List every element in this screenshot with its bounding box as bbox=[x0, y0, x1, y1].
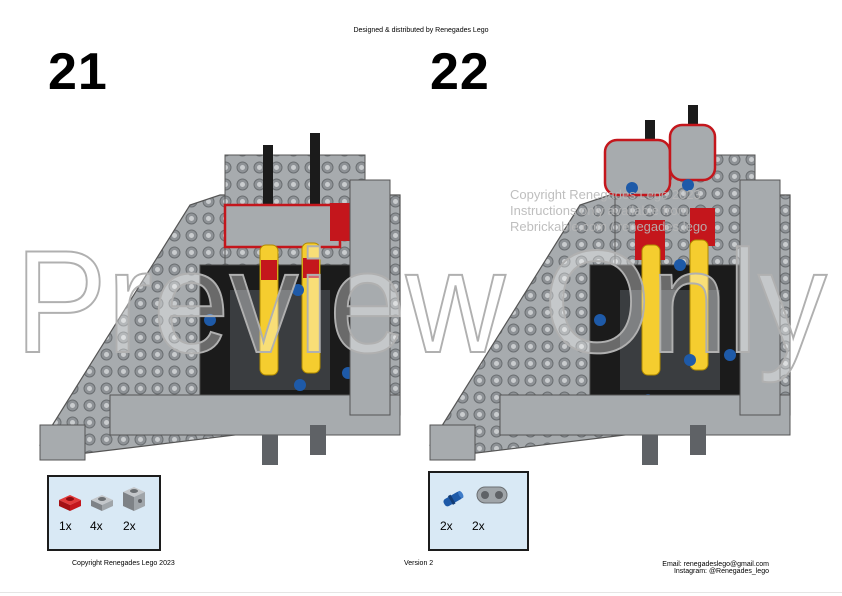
blue-pin-icon bbox=[443, 490, 464, 507]
copyright-watermark-line: Rebrickable.com / renegades.lego bbox=[510, 219, 708, 234]
blue-pin bbox=[724, 349, 736, 361]
blue-pin bbox=[674, 259, 686, 271]
footer-email: Email: renegadeslego@gmail.com bbox=[662, 561, 769, 568]
distributor-header: Designed & distributed by Renegades Lego bbox=[353, 27, 489, 34]
footer-contact: Email: renegadeslego@gmail.com Instagram… bbox=[662, 561, 769, 575]
axle-left bbox=[263, 145, 273, 235]
side-tower bbox=[739, 179, 781, 416]
part-qty: 2x bbox=[123, 519, 136, 533]
highlighted-plate bbox=[223, 203, 342, 249]
red-plate-1x1-icon bbox=[59, 495, 81, 511]
blue-pin bbox=[292, 284, 304, 296]
foot-right bbox=[690, 425, 706, 455]
step-22-model-illustration bbox=[429, 105, 791, 465]
grey-pin-connector-icon bbox=[476, 486, 508, 504]
step-21-model-illustration bbox=[39, 133, 401, 465]
part-qty: 4x bbox=[90, 519, 103, 533]
blue-pin-new bbox=[682, 179, 694, 191]
foot-left bbox=[642, 435, 658, 465]
part-qty: 1x bbox=[59, 519, 72, 533]
footer-copyright: Copyright Renegades Lego 2023 bbox=[72, 560, 175, 567]
blue-pin bbox=[294, 379, 306, 391]
side-tower bbox=[349, 179, 391, 416]
wedge-tip bbox=[39, 424, 86, 461]
step-22-parts-list: 2x 2x bbox=[428, 471, 529, 551]
page-divider bbox=[0, 592, 842, 593]
grey-plate-1x1-icon bbox=[91, 495, 113, 511]
foot-right bbox=[310, 425, 326, 455]
foot-left bbox=[262, 435, 278, 465]
footer-version: Version 2 bbox=[404, 560, 434, 567]
step-number-22: 22 bbox=[430, 43, 490, 101]
shock-spring-right bbox=[303, 258, 319, 278]
blue-pin-new bbox=[626, 182, 638, 194]
step-number-21: 21 bbox=[48, 43, 108, 101]
wedge-tip bbox=[429, 424, 476, 461]
part-qty: 2x bbox=[472, 519, 485, 533]
part-qty: 2x bbox=[440, 519, 453, 533]
shock-right bbox=[689, 239, 709, 371]
blue-pin bbox=[594, 314, 606, 326]
axle-right bbox=[310, 133, 320, 233]
red-plate bbox=[330, 203, 350, 241]
copyright-watermark: Copyright Renegades Lego 2023 Instructio… bbox=[510, 187, 707, 235]
shock-left bbox=[641, 244, 661, 376]
pin-connector-right bbox=[668, 123, 717, 182]
footer-instagram: Instagram: @Renegades_lego bbox=[673, 568, 769, 575]
step-21-parts-list: 1x 4x 2x bbox=[47, 475, 161, 551]
blue-pin bbox=[204, 314, 216, 326]
shock-spring-left bbox=[261, 260, 277, 280]
copyright-watermark-line: Instructions only available from bbox=[510, 203, 689, 218]
grey-brick-1x1-icon bbox=[123, 487, 145, 511]
blue-pin bbox=[684, 354, 696, 366]
copyright-watermark-line: Copyright Renegades Lego 2023 bbox=[510, 187, 701, 202]
